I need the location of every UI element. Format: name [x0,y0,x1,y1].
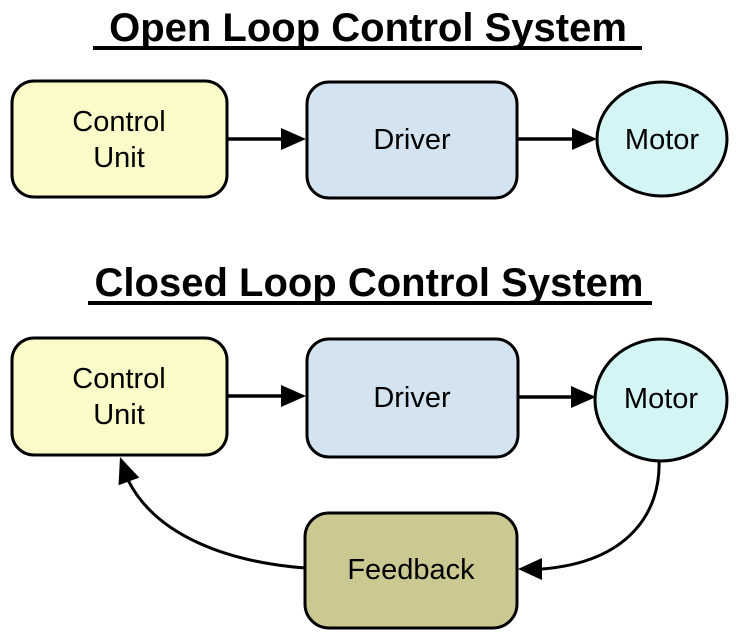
open-loop-control-unit-label-line1: Control [72,106,166,138]
open-loop-driver-label: Driver [373,124,451,156]
closed-loop-driver-label: Driver [373,382,451,414]
open-loop-motor-circle [595,80,729,198]
open-loop-arrow-cu-to-driver-head [281,128,306,150]
open-loop-control-unit-box [10,79,229,199]
open-loop-control-unit-label-line2: Unit [93,142,145,174]
closed-loop-arrow-cu-to-driver-head [281,385,306,407]
closed-loop-curve-feedback-to-cu [126,479,306,570]
closed-loop-arrow-driver-to-motor-head [571,386,596,408]
closed-loop-feedback-box [303,511,519,630]
closed-loop-control-unit-label-line1: Control [72,363,166,395]
closed-loop-control-unit-label-line2: Unit [93,399,145,431]
open-loop-motor-label: Motor [625,124,699,156]
closed-loop-motor-circle [593,337,729,463]
closed-loop-motor-label: Motor [624,383,698,415]
open-loop-title: Open Loop Control System [109,6,627,50]
closed-loop-arrow-feedback-to-cu-head [118,457,140,486]
closed-loop-feedback-label: Feedback [347,554,475,586]
open-loop-arrow-driver-to-motor-head [572,128,597,150]
closed-loop-arrow-motor-to-feedback-head [518,558,542,580]
closed-loop-curve-motor-to-feedback [541,459,661,571]
closed-loop-control-unit-box [10,336,229,457]
closed-loop-title: Closed Loop Control System [95,261,644,305]
